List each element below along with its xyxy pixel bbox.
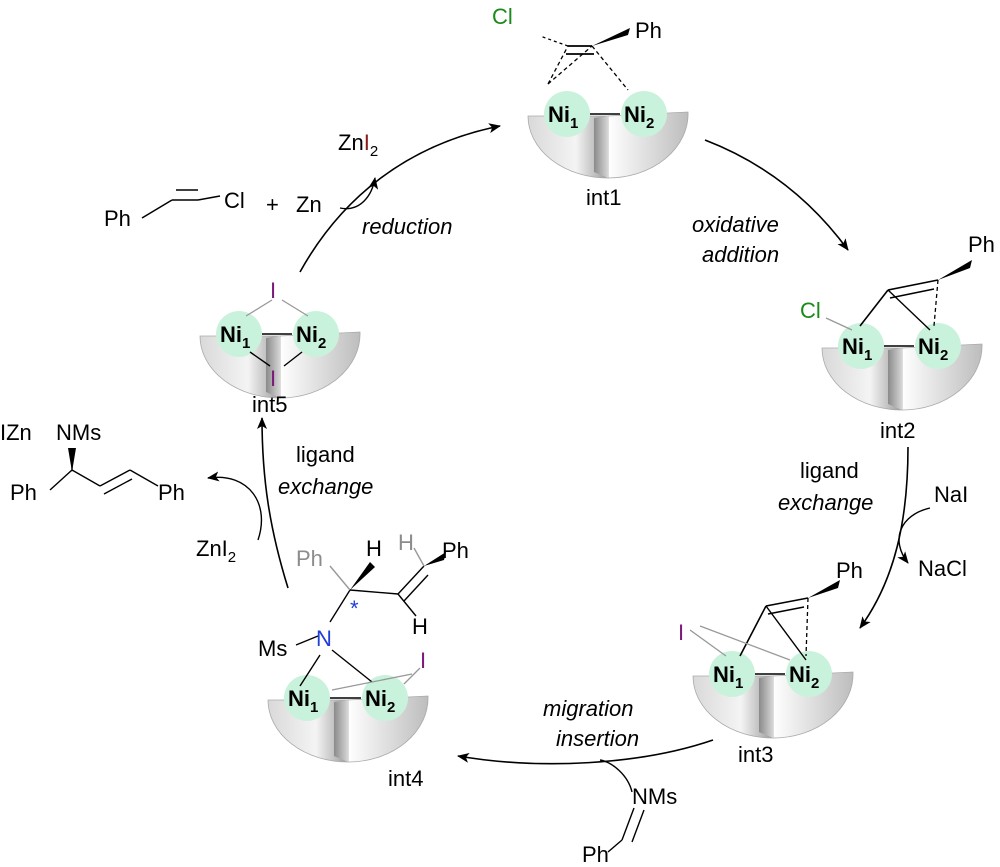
arrow-ligand-exchange-left [257,417,289,589]
int3-label: int3 [738,742,773,767]
int3-ph-label: Ph [836,558,863,583]
int1-ph-label: Ph [635,18,662,43]
bowl-int3 [692,671,854,739]
int4-label: int4 [388,766,423,791]
arrow-reduction [299,123,501,273]
product-ph1: Ph [10,480,37,505]
reagent-zni2-left: ZnI2 [196,536,236,566]
int4-ni2: Ni2 [365,686,395,716]
step-ligand-right-1: ligand [800,458,859,483]
step-migration-1: migration [543,696,633,721]
imine-ph: Ph [582,842,609,867]
int5-ni1: Ni1 [220,322,250,352]
product-structure [49,448,159,495]
imine-nms: NMs [632,784,677,809]
arrow-nai-nacl [897,507,931,564]
arrow-zn-in [339,177,379,210]
int3-ligand [689,580,840,661]
arrow-ligand-exchange-right [859,446,909,629]
int2-ligand [825,260,972,331]
int2-cl-label: Cl [800,298,821,323]
int3-ni1: Ni1 [713,662,743,692]
plus-sign: + [266,192,279,217]
arrow-migration-insertion [457,739,714,765]
vinyl-cl: Cl [224,188,245,213]
arrow-imine-in [599,759,633,793]
step-ligand-left-2: exchange [278,474,373,499]
reagent-nacl: NaCl [918,556,967,581]
int4-ligand [295,547,446,691]
int3-i-label: I [678,620,684,645]
int4-ni1: Ni1 [288,686,318,716]
int2-ni1: Ni1 [842,334,872,364]
int4-star: * [350,596,359,621]
int5-i-top: I [270,278,276,303]
step-ligand-right-2: exchange [778,490,873,515]
step-ligand-left-1: ligand [296,442,355,467]
int4-h2: H [412,614,428,639]
step-reduction: reduction [362,214,453,239]
arrow-product-out [207,471,263,541]
int5-label: int5 [252,392,287,417]
reagent-zni2-top: ZnI2 [338,130,378,160]
step-oxidative-2: addition [702,242,779,267]
int4-ms: Ms [258,636,287,661]
int4-ph-gray: Ph [296,546,323,571]
vinyl-chloride-structure [141,189,221,219]
int1-cl-label: Cl [492,4,513,29]
arrow-oxidative-addition [704,139,849,251]
reagent-zn: Zn [296,192,322,217]
int2-label: int2 [880,418,915,443]
int1-ni2: Ni2 [624,102,654,132]
int5-ni2: Ni2 [296,322,326,352]
int2-ni2: Ni2 [918,334,948,364]
reagent-nai: NaI [934,482,968,507]
product-nms: NMs [56,420,101,445]
int2-ph-label: Ph [968,232,995,257]
int5-i-bottom: I [270,366,276,391]
int4-ph: Ph [442,538,469,563]
step-migration-2: insertion [556,726,639,751]
product-ph2: Ph [158,480,185,505]
vinyl-ph: Ph [104,206,131,231]
int1-label: int1 [586,185,621,210]
ni-bubbles [216,91,961,721]
int1-ni1: Ni1 [548,102,578,132]
product-izn: IZn [0,420,32,445]
step-oxidative-1: oxidative [692,212,779,237]
int4-h1: H [366,536,382,561]
int4-i-label: I [420,648,426,673]
imine-structure [607,807,645,853]
int1-ligand [539,28,630,91]
int4-h-gray: H [398,530,414,555]
int5-ligand [245,299,309,367]
int3-ni2: Ni2 [789,662,819,692]
int4-n: N [316,626,332,651]
